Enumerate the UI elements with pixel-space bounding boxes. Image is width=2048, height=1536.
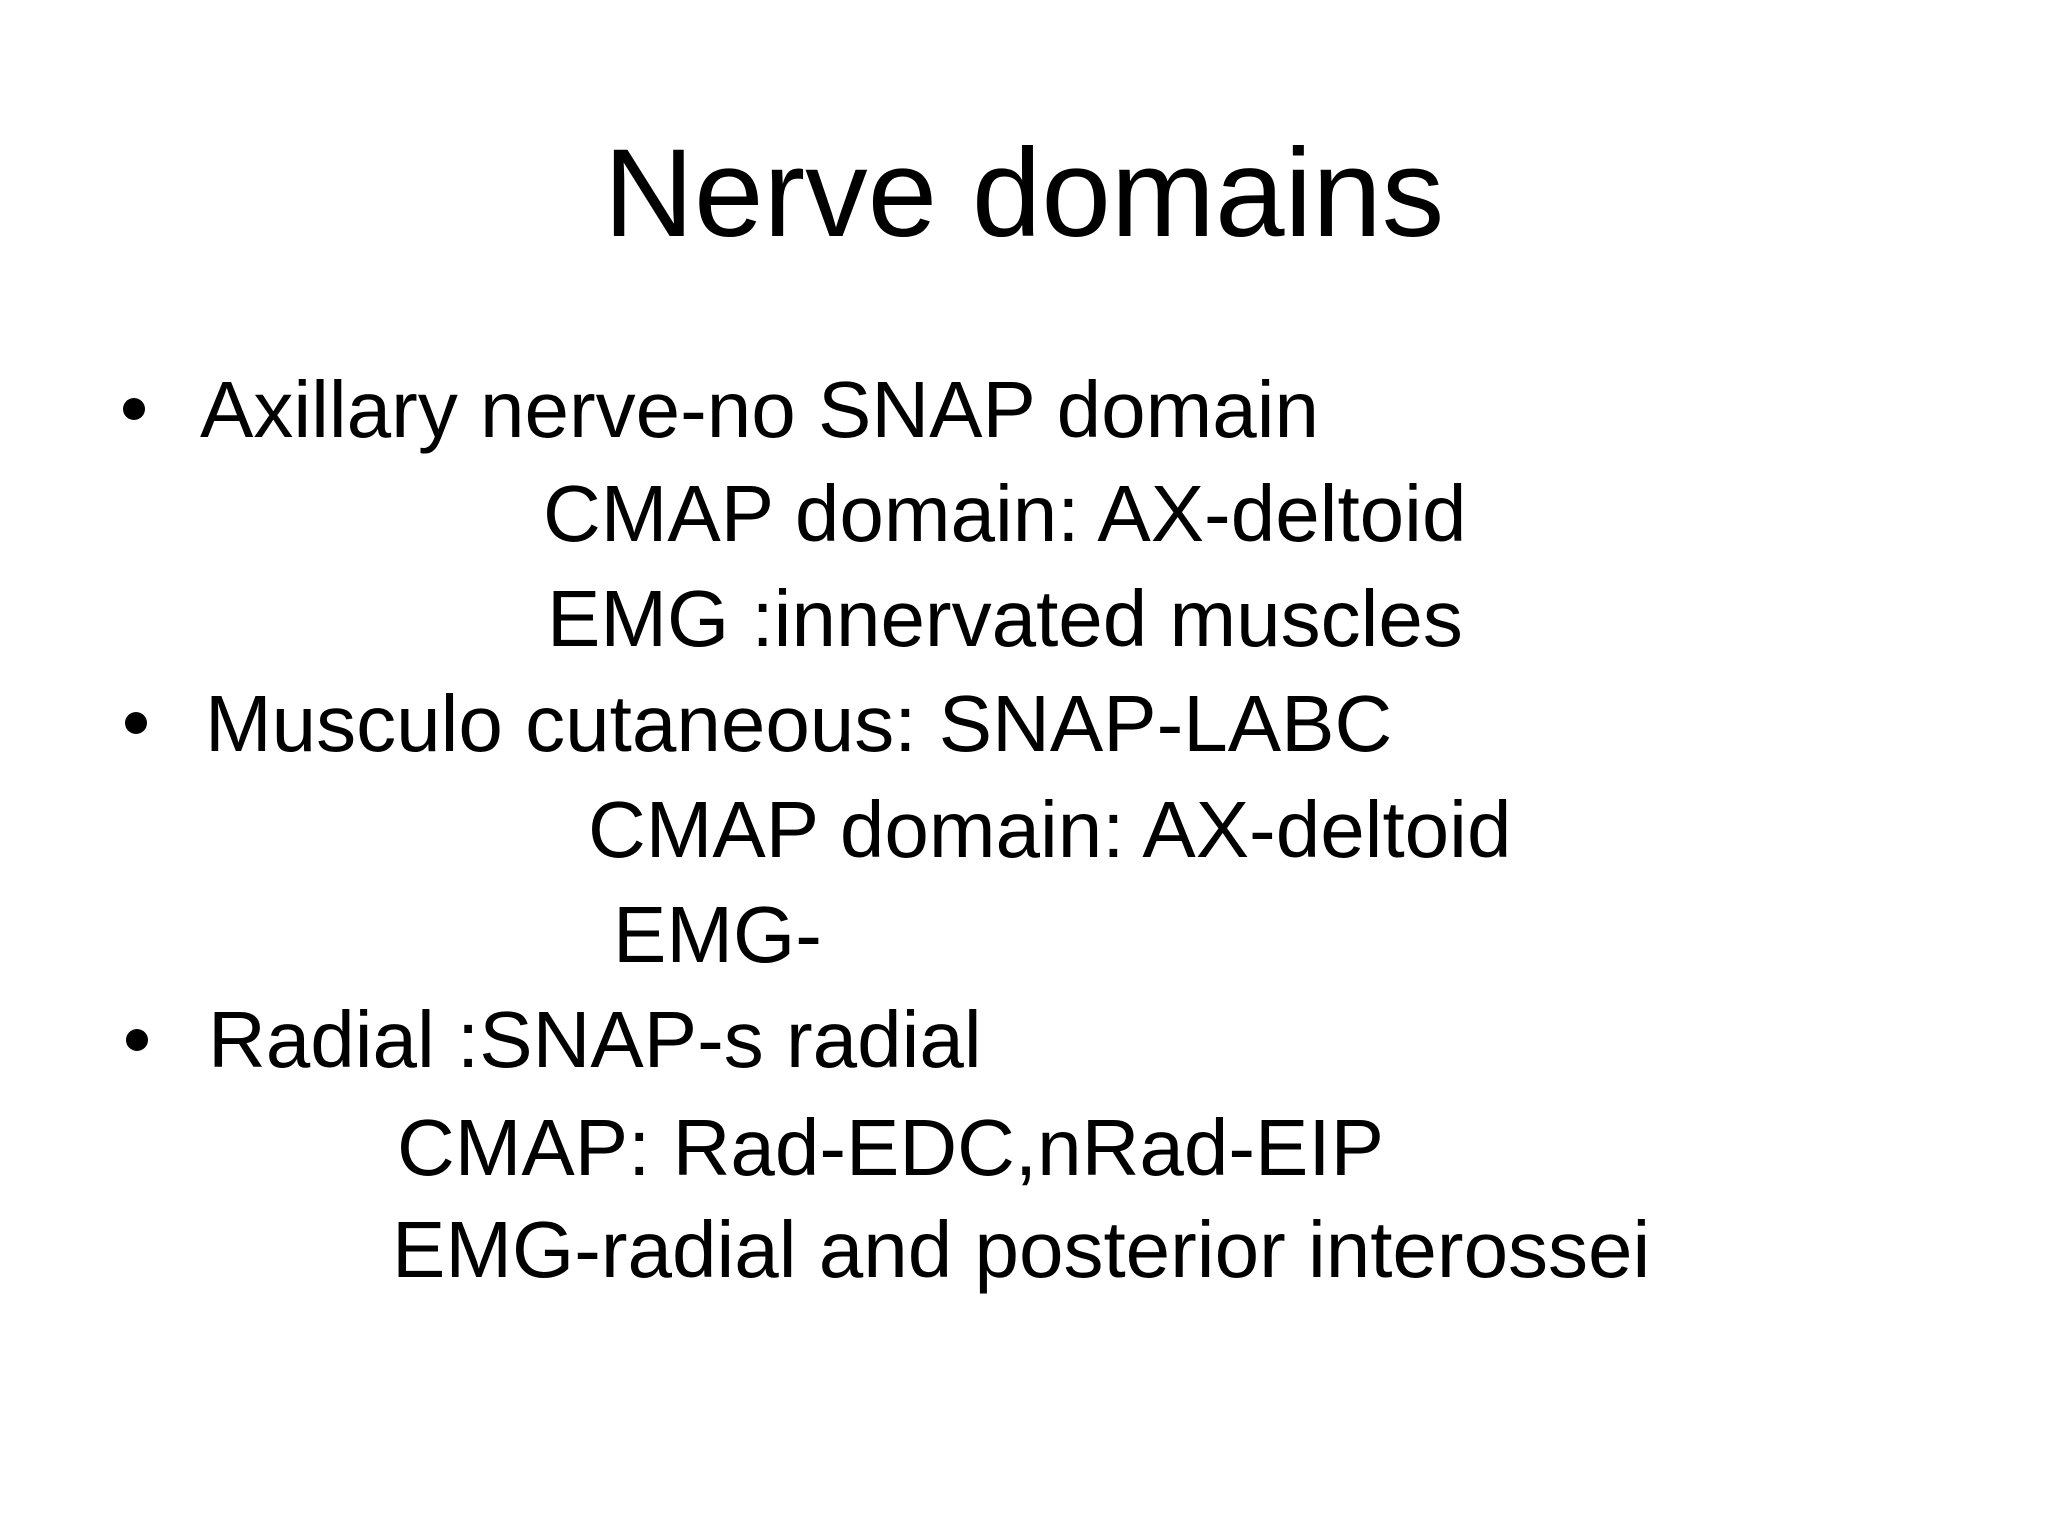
bullet-subline-axillary-cmap: CMAP domain: AX-deltoid	[543, 469, 1467, 558]
bullet-icon	[126, 1029, 148, 1051]
bullet-item-axillary: Axillary nerve-no SNAP domain	[200, 365, 1320, 454]
bullet-icon	[125, 712, 147, 734]
bullet-subline-axillary-emg: EMG :innervated muscles	[547, 574, 1463, 663]
bullet-item-radial: Radial :SNAP-s radial	[208, 995, 982, 1084]
bullet-subline-musculocutaneous-cmap: CMAP domain: AX-deltoid	[588, 785, 1512, 874]
bullet-icon	[123, 398, 145, 420]
bullet-subline-musculocutaneous-emg: EMG-	[613, 890, 822, 979]
bullet-subline-radial-cmap: CMAP: Rad-EDC,nRad-EIP	[397, 1103, 1384, 1192]
slide-title: Nerve domains	[603, 124, 1445, 263]
bullet-item-musculocutaneous: Musculo cutaneous: SNAP-LABC	[205, 679, 1393, 768]
bullet-subline-radial-emg: EMG-radial and posterior interossei	[392, 1205, 1651, 1294]
